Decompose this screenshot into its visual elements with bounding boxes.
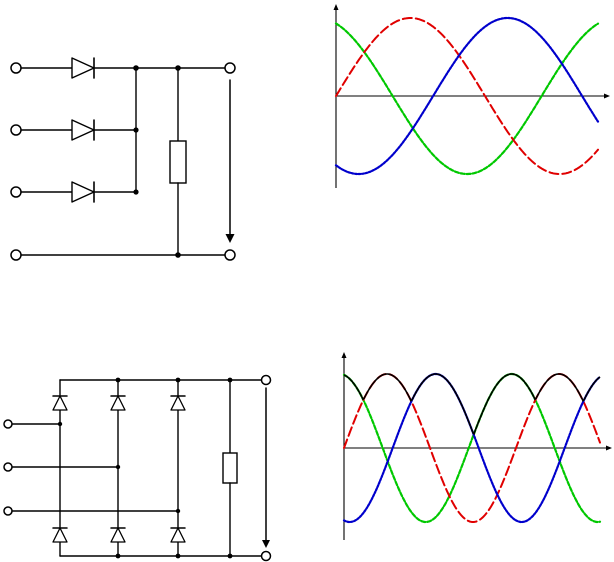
x-axis-arrowhead [606,445,612,451]
half-wave-waveform-plot [333,4,610,188]
output-voltage-arrowhead [225,234,235,243]
diode [110,395,126,411]
x-axis-arrowhead [604,93,610,99]
diode-triangle [170,527,186,543]
full-wave-bridge-rectifier-circuit [3,374,272,562]
y-axis-arrowhead [333,4,339,10]
output-terminal-positive [224,62,236,74]
diode-triangle [52,527,68,543]
diode [170,527,186,543]
phase-input-terminal [3,419,13,429]
output-terminal-negative [224,249,236,261]
phase-b-curve [335,17,599,175]
diode-triangle [170,395,186,411]
phase-input-terminal [3,462,13,472]
diode [52,395,68,411]
input-terminal [10,124,22,136]
output-voltage-arrowhead [262,540,270,548]
diode [71,181,95,203]
load-resistor [169,140,187,184]
phase-a-curve [334,22,600,176]
phase-a-curve [342,372,602,524]
diode-triangle [110,527,126,543]
diode-triangle [71,181,95,203]
load-resistor [222,452,238,484]
y-axis-arrowhead [341,352,347,358]
diode-triangle [52,395,68,411]
diode-triangle [110,395,126,411]
diode [170,395,186,411]
half-wave-rectifier-circuit [10,57,236,261]
diode [52,527,68,543]
leg-junction-dot [115,464,121,470]
input-terminal [10,186,22,198]
phase-b-curve [343,373,601,523]
output-terminal-negative [260,550,272,562]
diode [71,57,95,79]
leg-junction-dot [57,421,63,427]
input-terminal [10,62,22,74]
diode-triangle [71,119,95,141]
phase-input-terminal [3,506,13,516]
full-wave-waveform-plot [341,352,612,540]
neutral-terminal [10,249,22,261]
phase-c-curve [334,16,600,176]
output-terminal-positive [260,374,272,386]
leg-junction-dot [175,508,181,514]
diode-triangle [71,57,95,79]
rectified-output-envelope [343,373,601,436]
diode [71,119,95,141]
diode [110,527,126,543]
